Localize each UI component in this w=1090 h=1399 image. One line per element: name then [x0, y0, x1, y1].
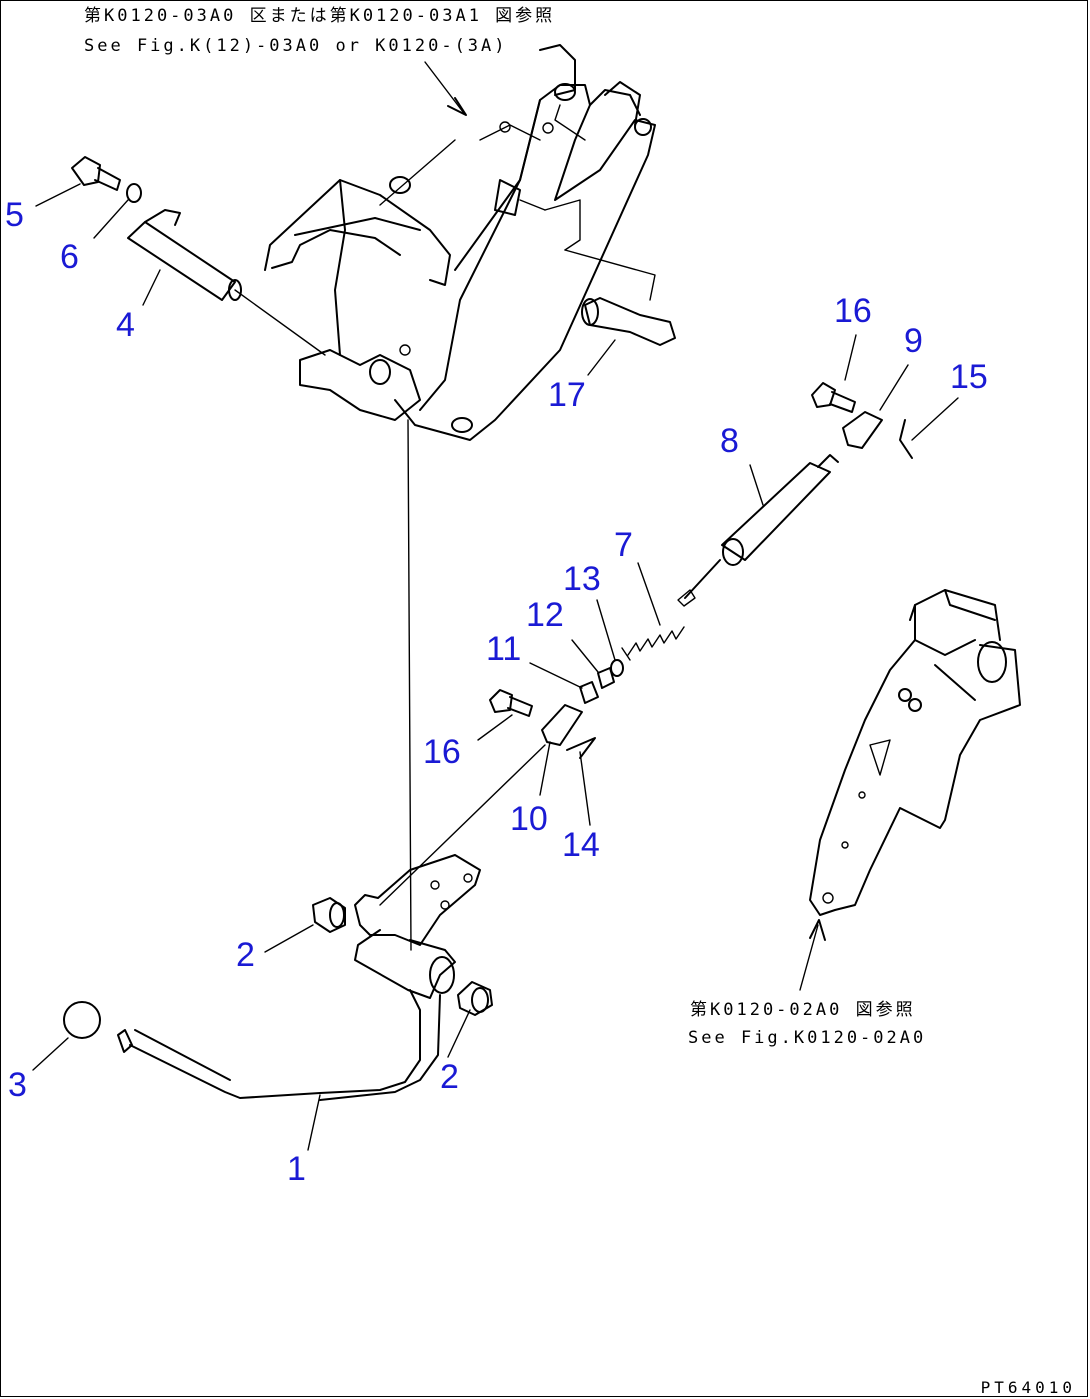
reference-label-right-en: See Fig.K0120-02A0	[688, 1028, 927, 1048]
callout-6: 6	[60, 238, 79, 276]
reference-arrow-right	[799, 919, 826, 991]
part-14-clip	[566, 737, 596, 759]
part-4-shaft	[127, 209, 326, 356]
callout-12: 12	[526, 596, 564, 634]
part-13-washer	[610, 659, 624, 677]
part-12-nut	[597, 667, 615, 689]
callout-7: 7	[614, 526, 633, 564]
callout-9: 9	[904, 322, 923, 360]
callout-3: 3	[8, 1066, 27, 1104]
callout-5: 5	[5, 196, 24, 234]
part-6-washer	[126, 183, 142, 203]
part-16-pin-bottom	[489, 689, 533, 717]
reference-label-top-jp: 第K0120-03A0 区または第K0120-03A1 図参照	[84, 6, 556, 26]
part-15-clip	[899, 419, 913, 459]
drawing-id: PT64010	[980, 1378, 1076, 1397]
reference-label-top-en: See Fig.K(12)-03A0 or K0120-(3A)	[84, 36, 508, 56]
callout-16-lower: 16	[423, 733, 461, 771]
part-2-bushing-upper	[312, 897, 346, 933]
pivot-axis-line	[407, 419, 412, 951]
callout-14: 14	[562, 826, 600, 864]
callout-11: 11	[486, 630, 522, 668]
callout-2-upper: 2	[236, 936, 255, 974]
callout-8: 8	[720, 422, 739, 460]
part-2-bushing-lower	[457, 981, 493, 1016]
part-5-bolt	[71, 156, 121, 191]
part-1-pedal	[117, 854, 481, 1101]
callout-16-upper: 16	[834, 292, 872, 330]
callout-15: 15	[950, 358, 988, 396]
callout-4: 4	[116, 306, 135, 344]
leader-lines	[32, 183, 959, 1151]
linkage-line	[379, 744, 546, 906]
part-8-damper	[677, 454, 839, 607]
part-3-knob	[63, 1001, 101, 1039]
part-7-spring	[621, 626, 685, 661]
callout-1: 1	[287, 1150, 306, 1188]
reference-arrow-top	[424, 61, 467, 116]
pedal-bracket	[264, 44, 656, 441]
callout-10: 10	[510, 800, 548, 838]
callout-17: 17	[548, 376, 586, 414]
callout-2-lower: 2	[440, 1058, 459, 1096]
part-10-clevis	[541, 704, 583, 746]
reference-label-right-jp: 第K0120-02A0 図参照	[690, 1000, 916, 1020]
reference-bracket-right	[809, 589, 1021, 916]
part-16-pin-top	[811, 382, 856, 413]
callout-13: 13	[563, 560, 601, 598]
part-9-clevis	[842, 411, 883, 449]
part-11-nut	[579, 681, 599, 704]
part-17-switch	[581, 297, 676, 346]
